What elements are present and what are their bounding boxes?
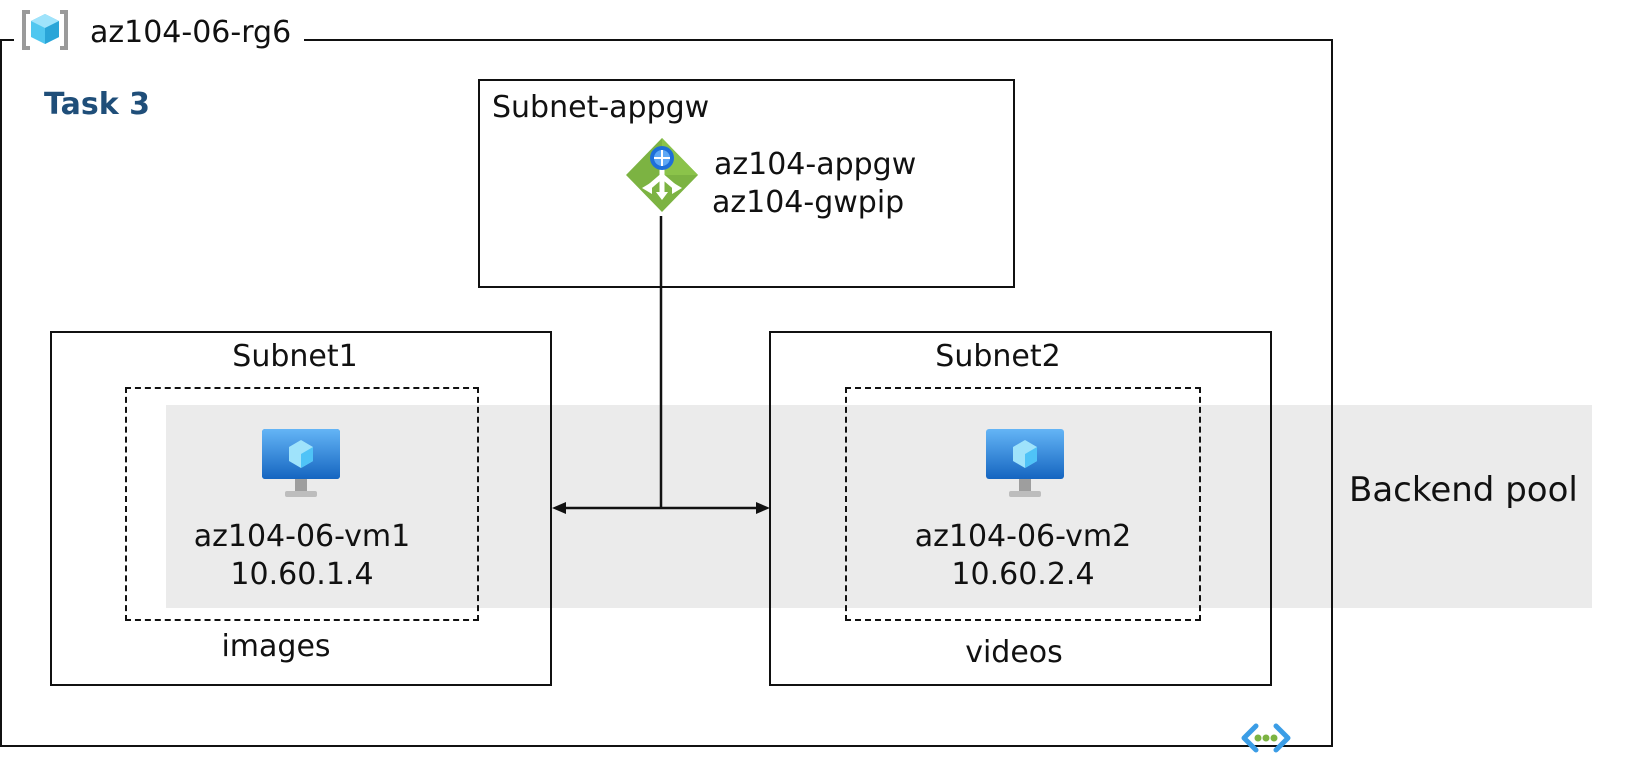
vm1-ip: 10.60.1.4	[230, 557, 374, 592]
images-path-label: images	[221, 629, 331, 664]
subnet2-box	[769, 331, 1272, 686]
resource-group-name: az104-06-rg6	[90, 15, 292, 50]
app-gateway-name: az104-appgw	[714, 147, 917, 182]
subnet2-label: Subnet2	[935, 339, 1061, 374]
application-gateway-icon	[626, 138, 698, 212]
vm2-dashed-group	[845, 387, 1201, 621]
public-ip-name: az104-gwpip	[712, 185, 905, 220]
virtual-machine-icon	[262, 429, 340, 497]
backend-pool-label: Backend pool	[1349, 470, 1578, 510]
subnet-appgw-box	[478, 79, 1015, 288]
backend-pool-band	[166, 405, 1592, 608]
resource-group-frame	[0, 39, 1333, 747]
vm1-dashed-group	[125, 387, 479, 621]
subnet1-box	[50, 331, 552, 686]
task-title: Task 3	[44, 87, 150, 122]
vm2-ip: 10.60.2.4	[951, 557, 1095, 592]
resource-group-icon	[22, 10, 68, 50]
virtual-network-icon	[1241, 723, 1291, 753]
vm1-name: az104-06-vm1	[193, 519, 411, 554]
vm2-name: az104-06-vm2	[914, 519, 1132, 554]
subnet1-label: Subnet1	[232, 339, 358, 374]
subnet-appgw-label: Subnet-appgw	[492, 90, 710, 125]
virtual-machine-icon	[986, 429, 1064, 497]
videos-path-label: videos	[965, 635, 1063, 670]
